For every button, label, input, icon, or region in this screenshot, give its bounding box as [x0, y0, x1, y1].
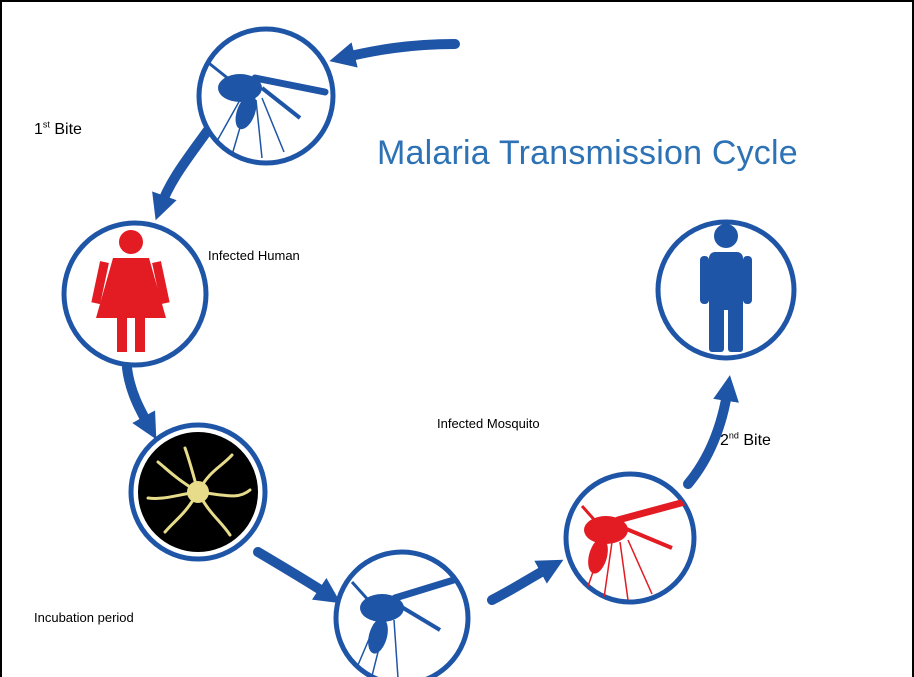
mosquito-icon [336, 552, 470, 677]
arrow-top [342, 44, 455, 58]
second-bite-word: Bite [743, 432, 771, 449]
parasite-icon [131, 425, 265, 559]
first-bite-number: 1 [34, 121, 43, 138]
second-bite-label: 2nd Bite [720, 432, 771, 450]
arrow-to-infected-mosquito [492, 566, 552, 600]
arrow-to-mosquito [258, 552, 330, 596]
mosquito-icon [199, 29, 333, 163]
arrow-to-parasite [127, 368, 150, 428]
arrow-to-human [160, 130, 208, 208]
male-human-icon [658, 222, 794, 358]
second-bite-ordinal: nd [729, 431, 739, 441]
infected-mosquito-icon [566, 474, 694, 602]
incubation-period-label: Incubation period [34, 610, 134, 625]
first-bite-label: 1st Bite [34, 121, 82, 139]
second-bite-number: 2 [720, 432, 729, 449]
female-human-icon [64, 223, 206, 365]
first-bite-word: Bite [54, 121, 82, 138]
first-bite-ordinal: st [43, 120, 50, 130]
infected-human-label: Infected Human [208, 248, 300, 263]
infected-mosquito-label: Infected Mosquito [437, 416, 540, 431]
diagram-title: Malaria Transmission Cycle [377, 134, 798, 173]
